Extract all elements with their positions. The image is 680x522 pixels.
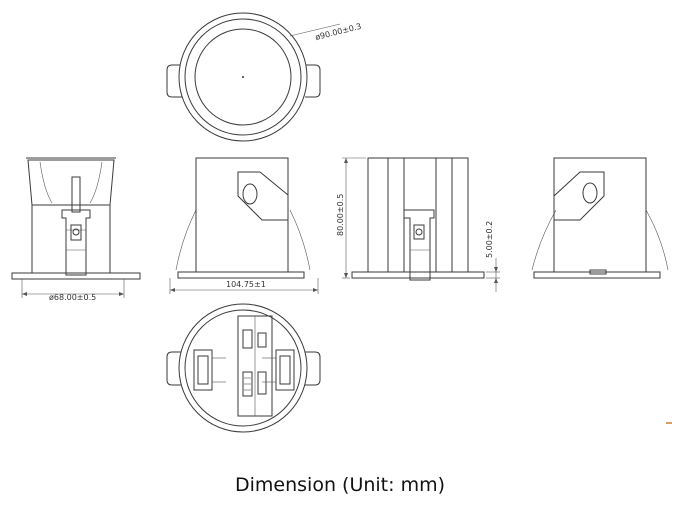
bottom-view xyxy=(166,303,321,433)
side-view-front: 104.75±1 xyxy=(169,157,319,294)
side-view-left: ø68.00±0.5 xyxy=(11,157,141,302)
caption: Dimension (Unit: mm) xyxy=(235,474,445,496)
height-label: 80.00±0.5 xyxy=(336,194,345,236)
side-view-rear: 80.00±0.5 5.00±0.2 xyxy=(336,157,500,292)
flange-width-label: 104.75±1 xyxy=(226,280,266,289)
top-view: ø90.00±0.3 xyxy=(166,12,362,142)
side-view-right xyxy=(531,157,669,279)
top-diameter-label: ø90.00±0.3 xyxy=(314,22,362,42)
technical-drawing: ø90.00±0.3 ø68.00±0.5 104.75±1 xyxy=(11,12,672,433)
base-diameter-label: ø68.00±0.5 xyxy=(49,293,96,302)
flange-thickness-label: 5.00±0.2 xyxy=(485,221,494,258)
